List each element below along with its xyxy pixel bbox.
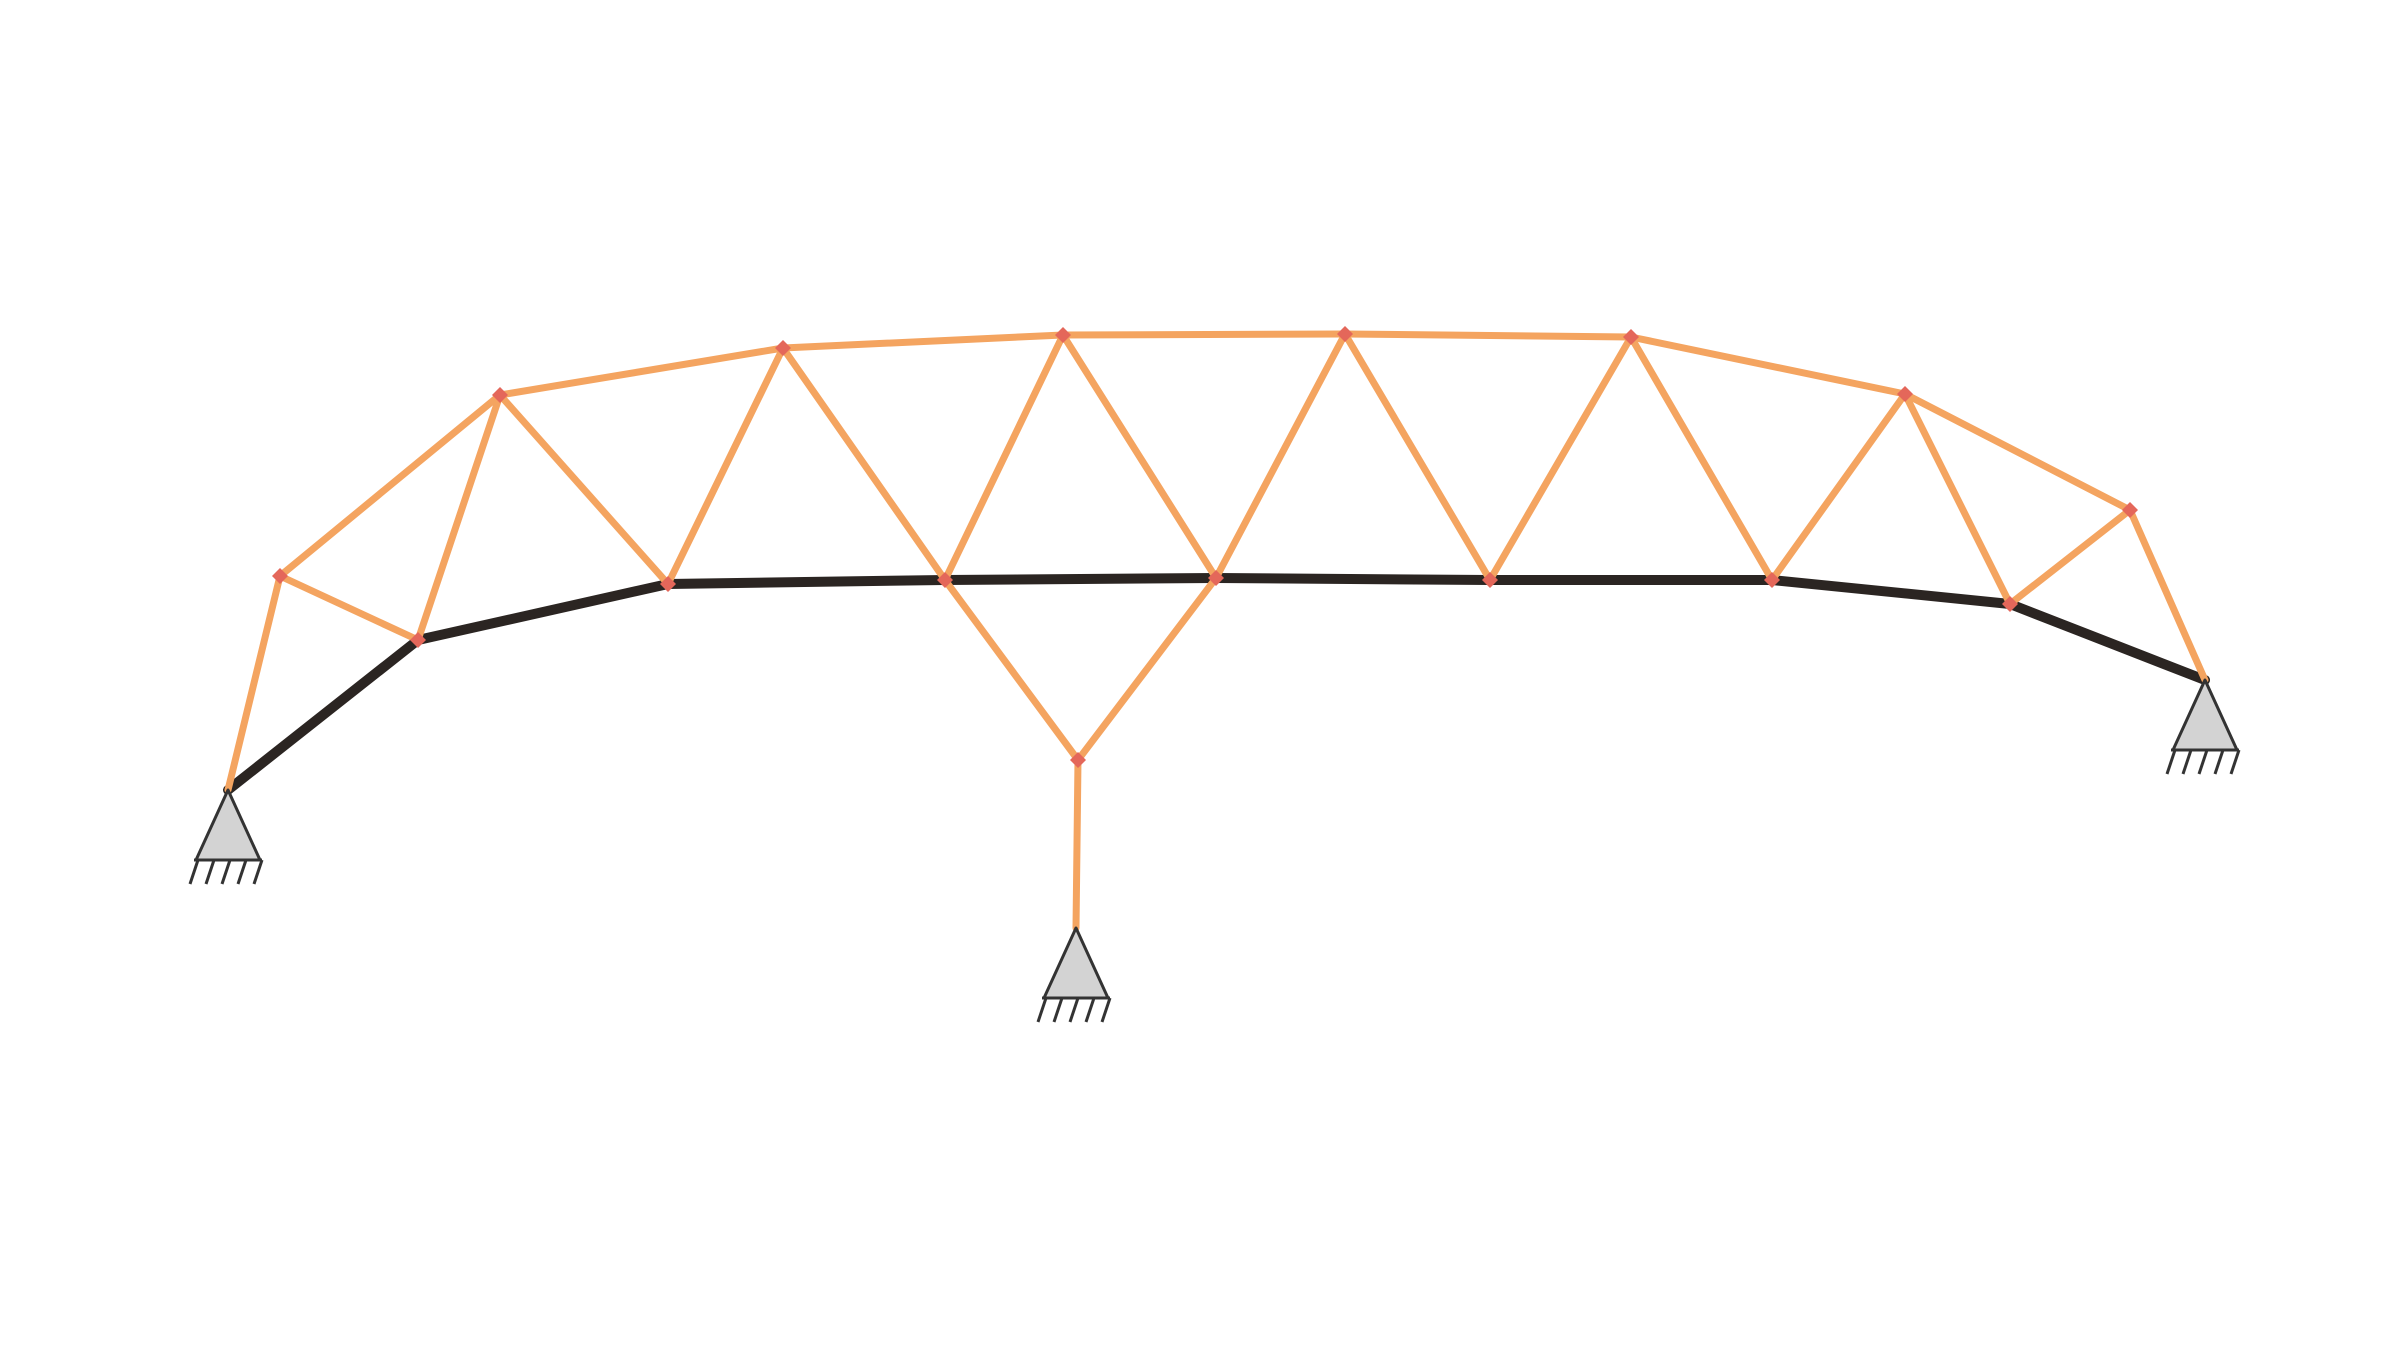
left-pin-support-hatch [204, 859, 216, 885]
left-pin-support [188, 788, 264, 885]
right-pin-support-hatch [2197, 749, 2209, 775]
node-marker-E [660, 576, 676, 592]
compression-member-DF [496, 344, 787, 399]
tension-member-GI [940, 573, 1221, 585]
left-pin-support-hatch [252, 859, 264, 885]
tension-member-EG [663, 575, 950, 589]
center-pin-support-hatch [1036, 997, 1048, 1023]
compression-member-JK [1341, 330, 1494, 584]
left-pin-support-hatch [220, 859, 232, 885]
compression-member-NP [1901, 390, 2134, 514]
compression-member-DB [414, 391, 504, 644]
compression-member-GH [941, 331, 1067, 584]
compression-member-NO [1901, 390, 2014, 608]
node-marker-P [2122, 502, 2138, 518]
tension-member-IK [1211, 573, 1495, 585]
node-marker-M [1764, 572, 1780, 588]
left-pin-support-hatch [236, 859, 248, 885]
compression-member-JL [1341, 330, 1635, 341]
compression-member-DE [496, 391, 672, 588]
tension-member-AB [223, 635, 423, 795]
compression-member-IJ [1212, 330, 1349, 582]
node-marker-B [410, 632, 426, 648]
supports [188, 678, 2241, 1023]
compression-member-HI [1059, 331, 1220, 582]
center-pin-support-hatch [1068, 997, 1080, 1023]
compression-member-OP [2006, 506, 2134, 608]
node-marker-K [1482, 572, 1498, 588]
compression-member-GR [941, 576, 1082, 764]
compression-member-MN [1768, 390, 1909, 584]
compression-member-AC [224, 572, 284, 794]
node-marker-H [1055, 327, 1071, 343]
node-marker-G [937, 572, 953, 588]
center-pin-support-hatch [1052, 997, 1064, 1023]
compression-member-RS [1072, 756, 1082, 932]
tension-member-BE [413, 579, 673, 645]
node-marker-I [1208, 570, 1224, 586]
tension-members [223, 573, 2210, 795]
node-marker-C [272, 568, 288, 584]
tension-member-MO [1767, 575, 2015, 609]
node-marker-O [2002, 596, 2018, 612]
right-pin-support-hatch [2213, 749, 2225, 775]
center-pin-support-hatch [1084, 997, 1096, 1023]
node-markers [272, 326, 2138, 768]
node-marker-L [1623, 329, 1639, 345]
right-pin-support-hatch [2229, 749, 2241, 775]
right-pin-support-hatch [2165, 749, 2177, 775]
tension-member-OQ [2005, 599, 2210, 685]
right-pin-support [2165, 678, 2241, 775]
node-marker-F [775, 340, 791, 356]
center-pin-support [1036, 926, 1112, 1023]
node-marker-J [1337, 326, 1353, 342]
left-pin-support-hatch [188, 859, 200, 885]
compression-member-KL [1486, 333, 1635, 584]
compression-member-EF [664, 344, 787, 588]
node-marker-R [1070, 752, 1086, 768]
compression-member-LN [1627, 333, 1909, 398]
compression-member-IR [1074, 574, 1220, 764]
right-pin-support-hatch [2181, 749, 2193, 775]
compression-member-FG [779, 344, 949, 584]
compression-member-LM [1627, 333, 1776, 584]
compression-member-CB [276, 572, 422, 644]
center-pin-support-hatch [1100, 997, 1112, 1023]
node-marker-N [1897, 386, 1913, 402]
compression-member-FH [779, 331, 1067, 352]
node-marker-D [492, 387, 508, 403]
compression-member-HJ [1059, 330, 1349, 339]
compression-members [224, 330, 2209, 932]
compression-member-PQ [2126, 506, 2209, 684]
compression-member-CD [276, 391, 504, 580]
